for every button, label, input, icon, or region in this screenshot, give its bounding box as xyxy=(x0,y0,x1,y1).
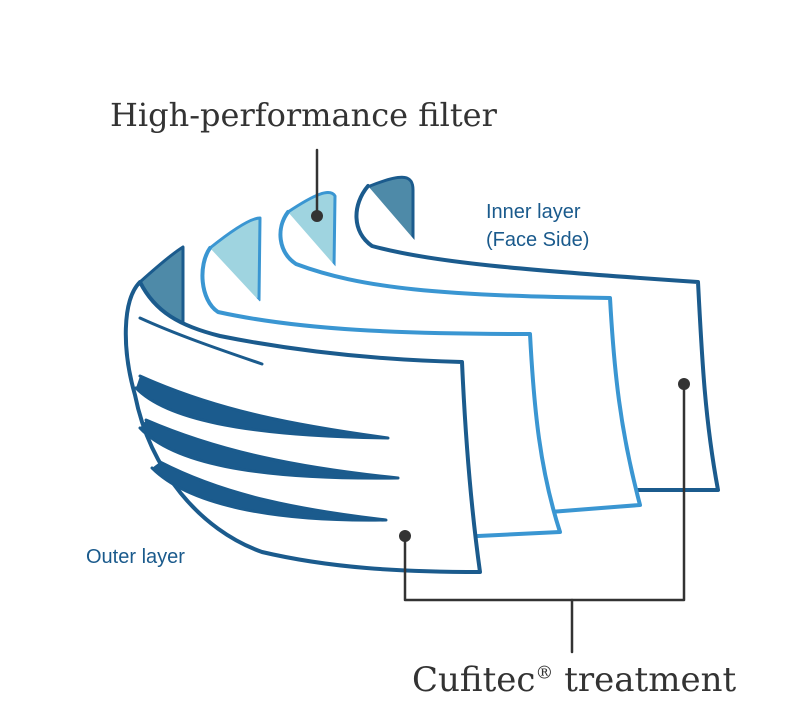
treatment-word: treatment xyxy=(564,660,737,700)
outer-layer xyxy=(123,245,482,574)
filter-marker-dot xyxy=(311,210,323,222)
treatment-bracket xyxy=(403,382,686,602)
inner-layer-label-line2: (Face Side) xyxy=(486,229,590,251)
marker-dots xyxy=(311,210,690,542)
inner-marker-dot xyxy=(678,378,690,390)
leader-lines xyxy=(315,148,686,654)
registered-mark: ® xyxy=(535,662,554,684)
inner-layer-label-line1: Inner layer xyxy=(486,201,581,223)
outer-layer-label: Outer layer xyxy=(86,546,185,568)
outer-marker-dot xyxy=(399,530,411,542)
treatment-label: Cufitec® treatment xyxy=(412,660,736,700)
filter-label: High-performance filter xyxy=(110,96,497,134)
treatment-name: Cufitec xyxy=(412,660,536,700)
